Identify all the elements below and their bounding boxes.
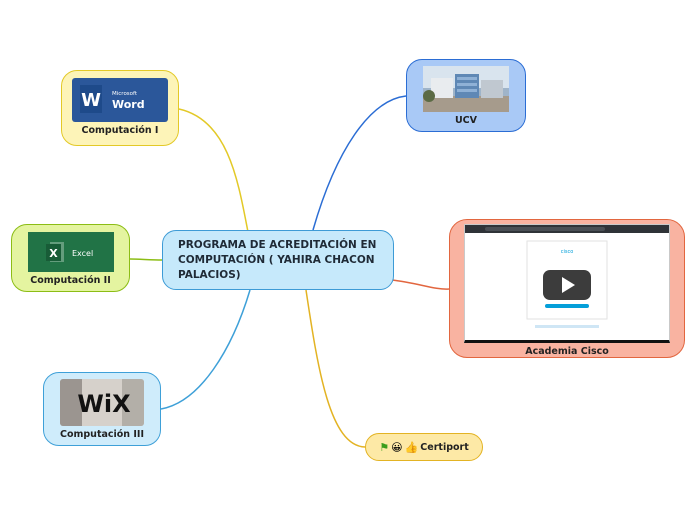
cisco-logo-text: cisco bbox=[561, 249, 574, 255]
connector-comp1 bbox=[178, 108, 249, 233]
topic-certiport[interactable]: ⚑ 😀 👍 Certiport bbox=[365, 433, 483, 461]
wix-name: WiX bbox=[77, 390, 131, 418]
topic-certiport-label: Certiport bbox=[420, 441, 469, 453]
topic-ucv-label: UCV bbox=[454, 115, 478, 126]
connector-ucv bbox=[312, 95, 407, 231]
central-topic-title: PROGRAMA DE ACREDITACIÓN EN COMPUTACIÓN … bbox=[178, 238, 377, 281]
smile-icon: 😀 bbox=[391, 440, 403, 454]
word-name: Word bbox=[112, 98, 145, 111]
topic-computacion-2-label: Computación II bbox=[30, 275, 111, 286]
connector-certiport bbox=[305, 289, 366, 448]
connector-comp3 bbox=[160, 289, 251, 410]
word-icon: W Microsoft Word bbox=[80, 85, 145, 113]
topic-computacion-1-label: Computación I bbox=[81, 125, 159, 136]
topic-academia-cisco[interactable]: cisco Academia Cisco bbox=[449, 219, 685, 358]
ucv-campus-photo bbox=[423, 66, 509, 112]
play-icon bbox=[562, 277, 575, 293]
cisco-video-thumbnail[interactable]: cisco bbox=[464, 224, 670, 343]
thumbs-up-icon: 👍 bbox=[404, 440, 419, 454]
topic-computacion-1[interactable]: W Microsoft Word Computación I bbox=[61, 70, 179, 146]
excel-letter: X bbox=[49, 247, 58, 260]
topic-computacion-3-label: Computación III bbox=[59, 429, 144, 440]
excel-logo-image: X Excel bbox=[27, 232, 114, 272]
topic-computacion-2[interactable]: X Excel Computación II bbox=[11, 224, 130, 292]
topic-academia-cisco-label: Academia Cisco bbox=[525, 346, 609, 357]
building-icon bbox=[423, 66, 509, 112]
wix-icon: WiX bbox=[60, 379, 144, 426]
word-logo-image: W Microsoft Word bbox=[72, 78, 168, 122]
word-brand: Microsoft bbox=[112, 91, 138, 97]
topic-ucv[interactable]: UCV bbox=[406, 59, 526, 132]
excel-icon: X Excel bbox=[45, 242, 93, 262]
topic-computacion-3[interactable]: WiX Computación III bbox=[43, 372, 161, 446]
word-letter: W bbox=[81, 90, 101, 111]
excel-name: Excel bbox=[72, 249, 93, 258]
central-topic[interactable]: PROGRAMA DE ACREDITACIÓN EN COMPUTACIÓN … bbox=[162, 230, 394, 290]
wix-logo-image: WiX bbox=[60, 379, 144, 426]
connector-cisco bbox=[391, 279, 450, 290]
browser-screenshot: cisco bbox=[465, 225, 669, 328]
connector-comp2 bbox=[129, 258, 163, 261]
flag-icon: ⚑ bbox=[379, 440, 390, 454]
